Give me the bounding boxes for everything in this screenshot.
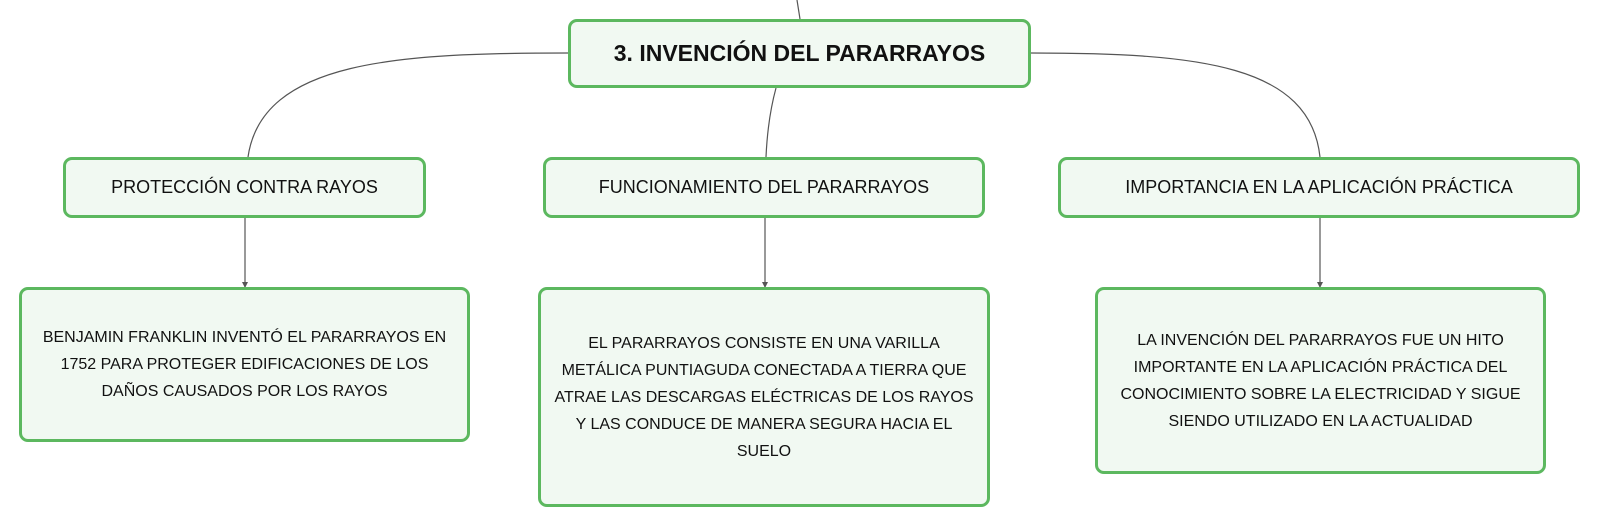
branch-label: FUNCIONAMIENTO DEL PARARRAYOS [598,177,930,197]
connector-root-to-branch-2 [765,87,777,158]
detail-text: BENJAMIN FRANKLIN INVENTÓ EL PARARRAYOS … [42,329,447,400]
branch-node-importancia[interactable]: IMPORTANCIA EN LA APLICACIÓN PRÁCTICA [1058,157,1580,218]
branch-label: PROTECCIÓN CONTRA RAYOS [111,177,378,197]
connector-root-to-branch-1 [247,52,569,158]
incoming-connector [796,0,801,20]
connector-root-to-branch-3 [1030,52,1321,158]
branch-label: IMPORTANCIA EN LA APLICACIÓN PRÁCTICA [1125,177,1513,197]
branch-node-proteccion[interactable]: PROTECCIÓN CONTRA RAYOS [63,157,426,218]
detail-text: EL PARARRAYOS CONSISTE EN UNA VARILLA ME… [554,334,974,460]
detail-node-funcionamiento[interactable]: EL PARARRAYOS CONSISTE EN UNA VARILLA ME… [538,287,990,507]
branch-node-funcionamiento[interactable]: FUNCIONAMIENTO DEL PARARRAYOS [543,157,985,218]
detail-node-importancia[interactable]: LA INVENCIÓN DEL PARARRAYOS FUE UN HITO … [1095,287,1546,474]
detail-text: LA INVENCIÓN DEL PARARRAYOS FUE UN HITO … [1120,331,1521,430]
root-topic-node[interactable]: 3. INVENCIÓN DEL PARARRAYOS [568,19,1031,88]
detail-node-proteccion[interactable]: BENJAMIN FRANKLIN INVENTÓ EL PARARRAYOS … [19,287,470,442]
root-topic-label: 3. INVENCIÓN DEL PARARRAYOS [613,40,986,66]
